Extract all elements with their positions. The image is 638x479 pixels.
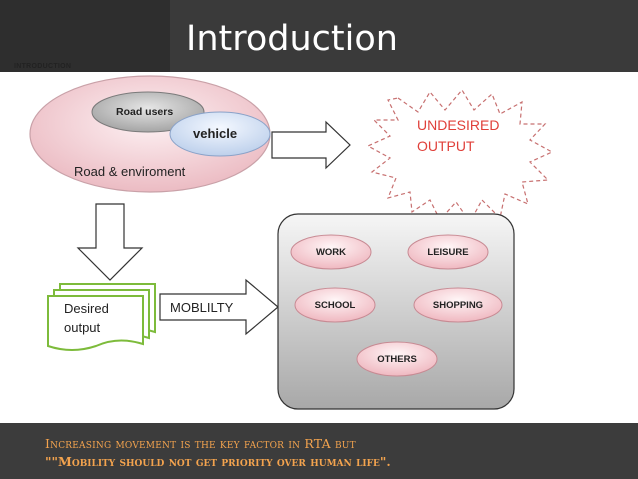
arrow-to-desired	[76, 203, 144, 281]
title-bar-accent	[0, 0, 170, 72]
road-users-ellipse	[91, 91, 205, 133]
vehicle-label: vehicle	[193, 126, 237, 141]
item-school-ellipse	[294, 287, 376, 323]
mobility-label: MOBLILTY	[170, 300, 234, 315]
undesired-label-line1: UNDESIRED	[417, 117, 499, 133]
item-shopping-label: SHOPPING	[433, 300, 483, 311]
item-work-ellipse	[290, 234, 372, 270]
title-bar	[0, 0, 638, 72]
mobility-arrow	[159, 278, 279, 336]
item-school-label: SCHOOL	[315, 300, 356, 311]
vehicle-ellipse	[169, 111, 271, 157]
item-leisure-ellipse	[407, 234, 489, 270]
road-environment-label: Road & enviroment	[74, 164, 186, 179]
item-others-ellipse	[356, 341, 438, 377]
arrow-to-undesired	[271, 120, 351, 170]
undesired-label-line2: OUTPUT	[417, 138, 475, 154]
undesired-output-starburst	[366, 88, 554, 224]
desired-label-line2: output	[64, 320, 101, 335]
section-tag: INTRODUCTION	[14, 63, 72, 70]
item-others-label: OTHERS	[377, 354, 417, 365]
desired-output-doc-stack	[47, 283, 156, 351]
road-users-label: Road users	[116, 106, 173, 118]
diagram: Road users vehicle Road & enviroment UND…	[29, 75, 554, 410]
desired-label-line1: Desired	[64, 301, 109, 316]
footer-bar: Increasing movement is the key factor in…	[0, 423, 638, 479]
item-shopping-ellipse	[413, 287, 503, 323]
item-work-label: WORK	[316, 247, 346, 258]
item-leisure-label: LEISURE	[427, 247, 468, 258]
slide-title: Introduction	[186, 19, 398, 59]
footer-line1: Increasing movement is the key factor in…	[45, 436, 356, 451]
footer-line2: ""Mobility should not get priority over …	[45, 454, 391, 469]
